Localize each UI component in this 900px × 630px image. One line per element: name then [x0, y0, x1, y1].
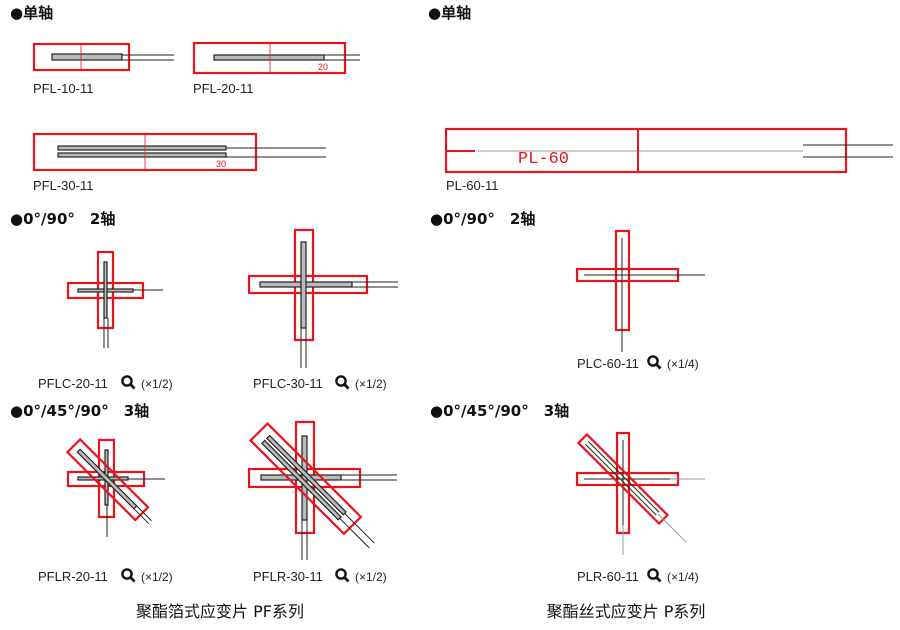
gauge-label: PFLR-30-11: [253, 569, 323, 584]
gauge-plc-60-11: [575, 229, 705, 352]
scale-note: (×1/4): [667, 357, 699, 371]
scale-note: (×1/2): [141, 377, 173, 391]
gauge-pl-60-11: PL-60: [444, 127, 893, 174]
scale-note: (×1/2): [355, 570, 387, 584]
size-marking: 20: [318, 62, 328, 72]
gauge-label: PFL-10-11: [33, 81, 93, 96]
gauge-label: PL-60-11: [446, 178, 499, 193]
scale-note: (×1/4): [667, 570, 699, 584]
size-marking: PL-60: [518, 150, 569, 169]
caption-p-series: 聚酯丝式应变片 P系列: [547, 602, 706, 621]
gauge-pflc-20-11: [66, 250, 163, 348]
gauge-pfl-10-11: [32, 42, 174, 72]
gauge-label: PFL-30-11: [33, 178, 93, 193]
magnifier-icon: [121, 374, 136, 390]
gauge-label: PLC-60-11: [577, 356, 639, 371]
gauge-pfl-30-11: 30: [32, 132, 326, 172]
gauge-plr-60-11: [575, 431, 705, 555]
gauge-label: PFLC-30-11: [253, 376, 323, 391]
scale-note: (×1/2): [141, 570, 173, 584]
gauge-label: PFLR-20-11: [38, 569, 108, 584]
magnifier-icon: [334, 568, 350, 583]
section-heading-uniaxial: ●单轴: [428, 4, 471, 22]
section-heading-triaxial: ●0°/45°/90° 3轴: [430, 402, 569, 420]
size-marking: 30: [216, 159, 226, 169]
gauge-label: PFL-20-11: [193, 81, 253, 96]
section-heading-triaxial: ●0°/45°/90° 3轴: [10, 402, 149, 420]
magnifier-icon: [647, 568, 662, 583]
section-heading-biaxial: ●0°/90° 2轴: [10, 210, 115, 228]
section-heading-biaxial: ●0°/90° 2轴: [430, 210, 535, 228]
gauge-label: PFLC-20-11: [38, 376, 108, 391]
scale-note: (×1/2): [355, 377, 387, 391]
magnifier-icon: [121, 568, 136, 583]
gauge-label: PLR-60-11: [577, 569, 639, 584]
magnifier-icon: [647, 354, 662, 370]
gauge-pflc-30-11: [247, 228, 398, 368]
gauge-pfl-20-11: 20: [192, 41, 360, 75]
section-heading-uniaxial: ●单轴: [10, 4, 53, 22]
gauge-pflr-20-11: [65, 437, 165, 537]
magnifier-icon: [334, 374, 350, 390]
gauge-pflr-30-11: [247, 420, 397, 560]
caption-pf-series: 聚酯箔式应变片 PF系列: [136, 602, 304, 621]
